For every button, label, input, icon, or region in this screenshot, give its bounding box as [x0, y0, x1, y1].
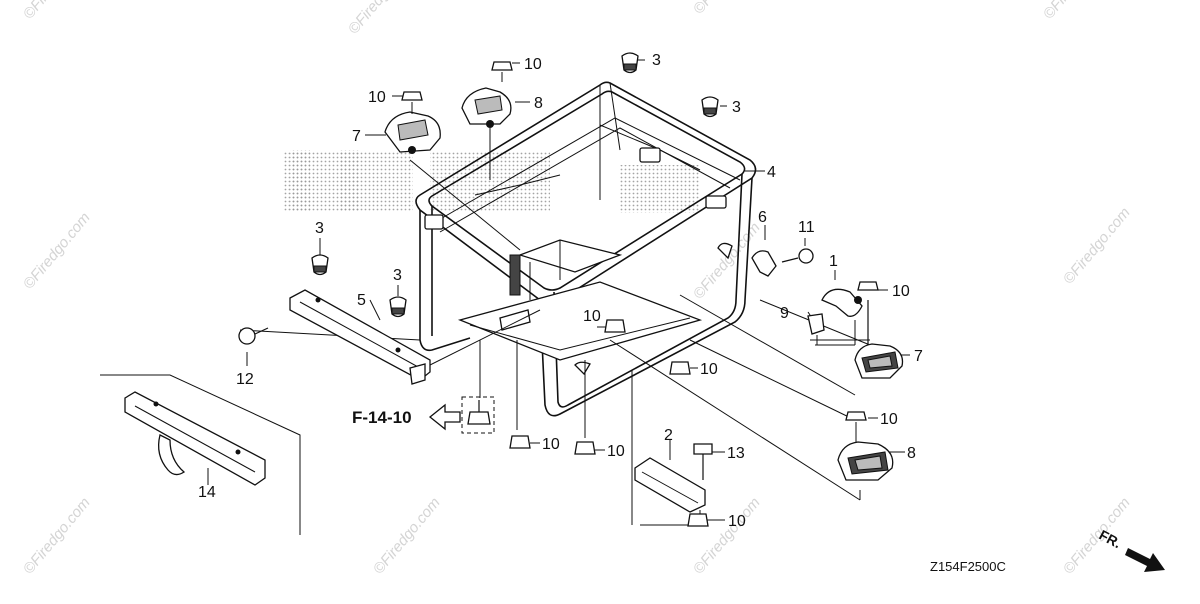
drawing-code: Z154F2500C: [930, 559, 1006, 574]
front-direction-arrow: FR.: [1097, 527, 1165, 572]
reference-label: F-14-10: [352, 408, 412, 427]
callout-14: 14: [198, 484, 216, 501]
callout-13: 13: [727, 445, 745, 462]
callout-10: 10: [892, 283, 910, 300]
leader-lines: [207, 59, 910, 526]
callout-10: 10: [728, 513, 746, 530]
watermark: ©Firedgo.com: [20, 0, 94, 23]
watermark: ©Firedgo.com: [690, 0, 764, 18]
callout-10: 10: [368, 89, 386, 106]
callout-2: 2: [664, 427, 673, 444]
callout-8: 8: [534, 95, 543, 112]
callout-12: 12: [236, 371, 254, 388]
side-rail-part: [100, 374, 301, 535]
hardware: [238, 52, 879, 527]
brand-dotted-logo: [283, 150, 700, 213]
engine-mounts: [384, 87, 904, 481]
callout-4: 4: [767, 164, 776, 181]
callout-7: 7: [352, 128, 361, 145]
callout-10: 10: [880, 411, 898, 428]
callouts: 3 3 3 3 4 5 6 7 7 8 8 9 10 10 10 10 10 1…: [198, 52, 923, 530]
watermark: ©Firedgo.com: [1060, 204, 1134, 287]
callout-1: 1: [829, 253, 838, 270]
callout-10: 10: [542, 436, 560, 453]
callout-3: 3: [393, 267, 402, 284]
callout-5: 5: [357, 292, 366, 309]
callout-10: 10: [607, 443, 625, 460]
arrow-icon: [1125, 548, 1165, 572]
callout-10: 10: [583, 308, 601, 325]
bottom-bracket-part: [634, 457, 706, 513]
callout-8: 8: [907, 445, 916, 462]
watermark: ©Firedgo.com: [1040, 0, 1114, 23]
watermark: ©Firedgo.com: [370, 494, 444, 577]
callout-6: 6: [758, 209, 767, 226]
watermark: ©Firedgo.com: [345, 0, 419, 38]
watermark: ©Firedgo.com: [690, 219, 764, 302]
callout-10: 10: [524, 56, 542, 73]
callout-7: 7: [914, 348, 923, 365]
callout-10: 10: [700, 361, 718, 378]
callout-11: 11: [798, 219, 815, 236]
callout-9: 9: [780, 305, 789, 322]
watermark: ©Firedgo.com: [20, 494, 94, 577]
callout-3: 3: [315, 220, 324, 237]
watermark: ©Firedgo.com: [20, 209, 94, 292]
front-rail-part: [289, 289, 431, 385]
callout-3: 3: [732, 99, 741, 116]
callout-3: 3: [652, 52, 661, 69]
main-frame: [415, 81, 757, 417]
